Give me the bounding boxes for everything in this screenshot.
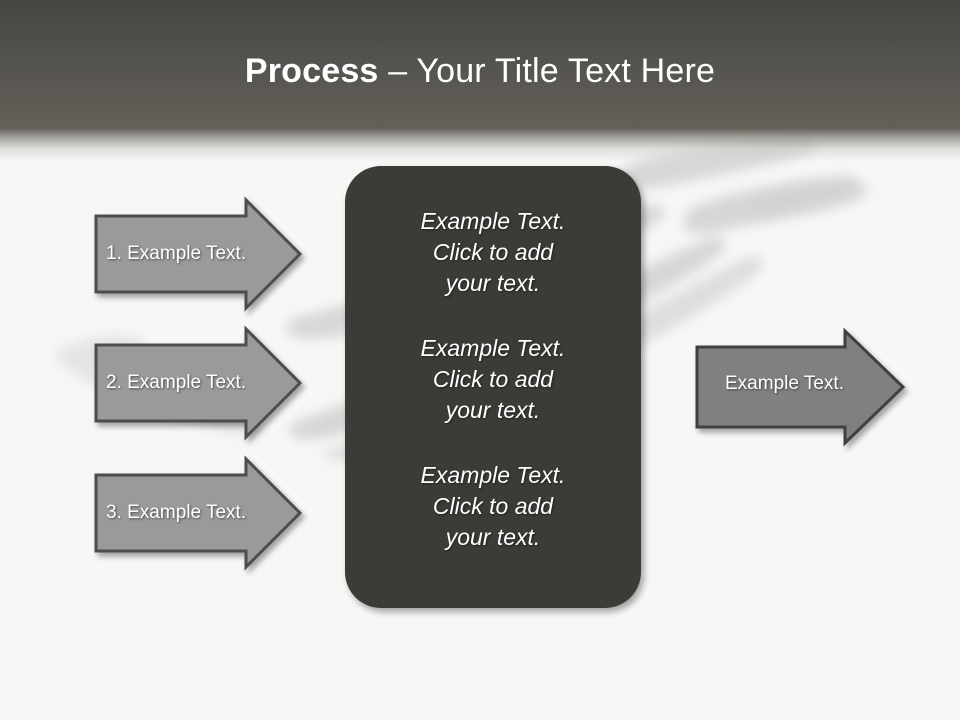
arrow-step-2[interactable]: 2. Example Text. — [90, 322, 305, 444]
title-band-fade — [0, 128, 960, 162]
arrow-step-2-shape — [94, 325, 303, 441]
arrow-output[interactable]: Example Text. — [691, 325, 909, 449]
center-content-box-text-area: Example Text. Click to add your text. Ex… — [367, 206, 619, 576]
center-text-block-1[interactable]: Example Text. Click to add your text. — [420, 208, 566, 296]
arrow-step-1[interactable]: 1. Example Text. — [90, 193, 305, 315]
center-content-box[interactable]: Example Text. Click to add your text. Ex… — [345, 166, 641, 608]
arrow-output-shape — [695, 327, 906, 447]
arrow-step-3[interactable]: 3. Example Text. — [90, 452, 305, 574]
page-title-strong: Process — [244, 52, 379, 90]
title-band — [0, 0, 960, 128]
center-text-block-2[interactable]: Example Text. Click to add your text. — [420, 335, 566, 423]
arrow-step-3-shape — [94, 455, 303, 571]
center-text-block-3[interactable]: Example Text. Click to add your text. — [420, 462, 566, 550]
page-title: Process – Your Title Text Here — [0, 50, 960, 92]
arrow-step-1-shape — [94, 196, 303, 312]
page-title-rest: – Your Title Text Here — [378, 52, 716, 90]
